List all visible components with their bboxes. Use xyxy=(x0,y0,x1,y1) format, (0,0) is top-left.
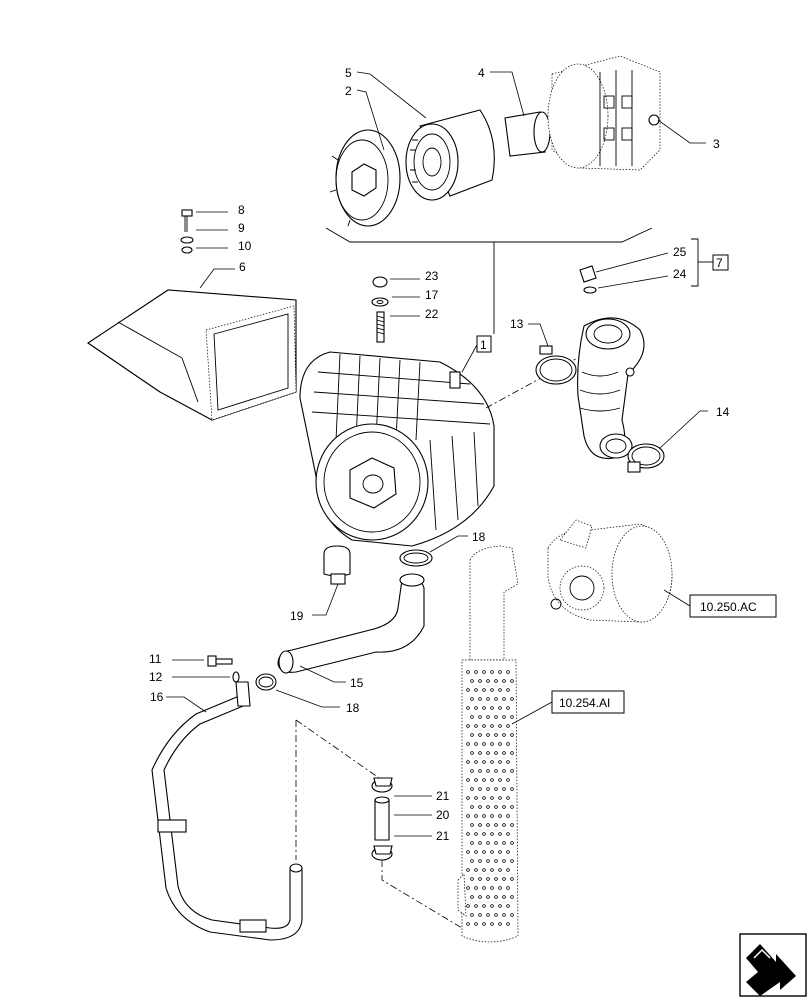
intake-duct-part xyxy=(87,289,297,421)
next-page-arrow-icon[interactable] xyxy=(739,933,807,997)
drain-hose-15 xyxy=(277,573,425,674)
callout-21-lower: 21 xyxy=(436,829,450,843)
exhaust-reference[interactable]: 10.254.AI xyxy=(559,696,610,710)
callout-8: 8 xyxy=(238,203,245,217)
callout-15: 15 xyxy=(350,676,364,690)
callout-18-bottom: 18 xyxy=(346,701,360,715)
hose-20 xyxy=(374,796,390,841)
exhaust-perforations xyxy=(466,670,514,926)
callout-12: 12 xyxy=(149,670,163,684)
turbocharger-part xyxy=(547,519,673,623)
filter-cover-part xyxy=(329,129,401,227)
nut-part xyxy=(372,276,388,288)
washer-part-12 xyxy=(232,671,240,683)
o-ring-part xyxy=(583,286,597,294)
callout-14: 14 xyxy=(716,405,730,419)
callout-7: 7 xyxy=(716,256,723,270)
filter-housing-part xyxy=(547,55,661,171)
callout-5: 5 xyxy=(345,66,352,80)
callout-1-box xyxy=(476,335,492,353)
hose-clamp-21-upper xyxy=(371,777,393,793)
washer-part xyxy=(180,236,194,244)
callout-22: 22 xyxy=(425,307,439,321)
intake-hose-part xyxy=(577,317,645,460)
callout-17: 17 xyxy=(425,288,439,302)
callout-9: 9 xyxy=(238,221,245,235)
callout-16: 16 xyxy=(150,690,164,704)
hose-clamp-21-lower xyxy=(371,845,393,861)
callout-25: 25 xyxy=(673,245,687,259)
filter-element-part xyxy=(405,109,495,201)
cap-part-19 xyxy=(323,545,351,585)
callout-6: 6 xyxy=(239,260,246,274)
exhaust-reference-box[interactable] xyxy=(551,690,625,714)
callout-24: 24 xyxy=(673,267,687,281)
hose-clamp-18-lower xyxy=(255,673,277,691)
callout-13: 13 xyxy=(510,317,524,331)
bolt-part-11 xyxy=(207,655,233,667)
stud-part xyxy=(376,311,385,343)
callout-19: 19 xyxy=(290,609,304,623)
inlet-pipe-part xyxy=(504,111,551,157)
callout-11: 11 xyxy=(149,652,162,666)
callout-7-box xyxy=(712,254,729,271)
callout-10: 10 xyxy=(238,239,252,253)
hose-clamp-18-upper xyxy=(399,549,433,567)
callout-21-upper: 21 xyxy=(436,789,450,803)
drain-pipe-16 xyxy=(151,681,303,941)
cap-part xyxy=(579,265,597,283)
turbo-reference-box[interactable] xyxy=(689,594,777,618)
nut-part xyxy=(181,246,193,254)
washer-part xyxy=(371,297,389,307)
callout-20: 20 xyxy=(436,808,450,822)
bolt-part xyxy=(181,209,193,232)
callout-23: 23 xyxy=(425,269,439,283)
hose-clamp-13 xyxy=(535,345,577,385)
air-cleaner-assembly-part xyxy=(299,351,495,547)
hose-clamp-14 xyxy=(627,443,665,473)
callout-18-top: 18 xyxy=(472,530,486,544)
turbo-reference[interactable]: 10.250.AC xyxy=(700,600,757,614)
callout-3: 3 xyxy=(713,137,720,151)
exhaust-muffler-part xyxy=(457,545,519,943)
callout-2: 2 xyxy=(345,84,352,98)
callout-4: 4 xyxy=(478,66,485,80)
callout-1: 1 xyxy=(480,338,487,352)
